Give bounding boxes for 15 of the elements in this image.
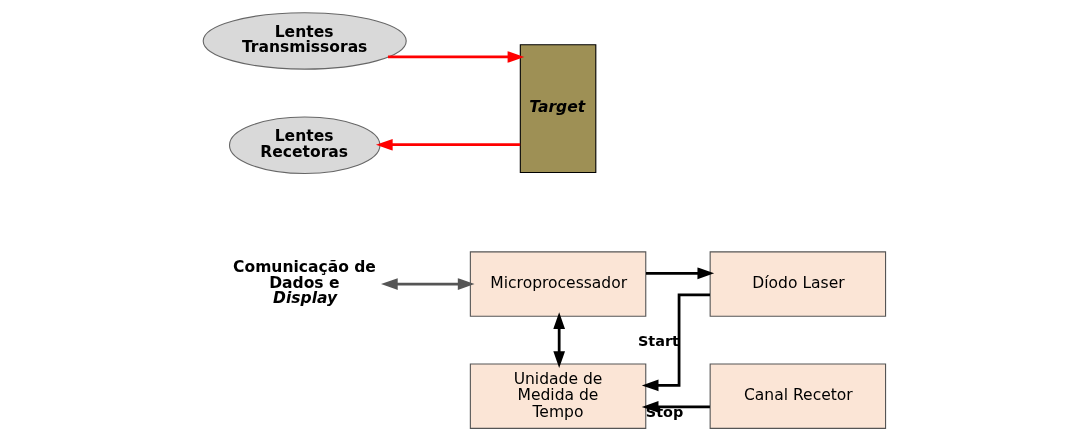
- arrow: [646, 267, 715, 280]
- arrow: [641, 293, 710, 392]
- arrow: [553, 312, 566, 368]
- node-box: Unidade de Medida de Tempo: [469, 363, 647, 429]
- node-box: Microprocessador: [469, 251, 647, 317]
- node-ellipse: Lentes Transmissoras: [202, 12, 407, 70]
- node-box: Target: [519, 44, 597, 173]
- node-box: Díodo Laser: [709, 251, 887, 317]
- node-ellipse: Lentes Recetoras: [228, 116, 381, 175]
- arrow: [381, 278, 475, 290]
- node-text: Comunicação de Dados e Display: [233, 258, 376, 308]
- arrow: [388, 51, 525, 63]
- edge-label: Start: [637, 333, 680, 350]
- node-box: Canal Recetor: [709, 363, 887, 429]
- arrow: [375, 138, 521, 151]
